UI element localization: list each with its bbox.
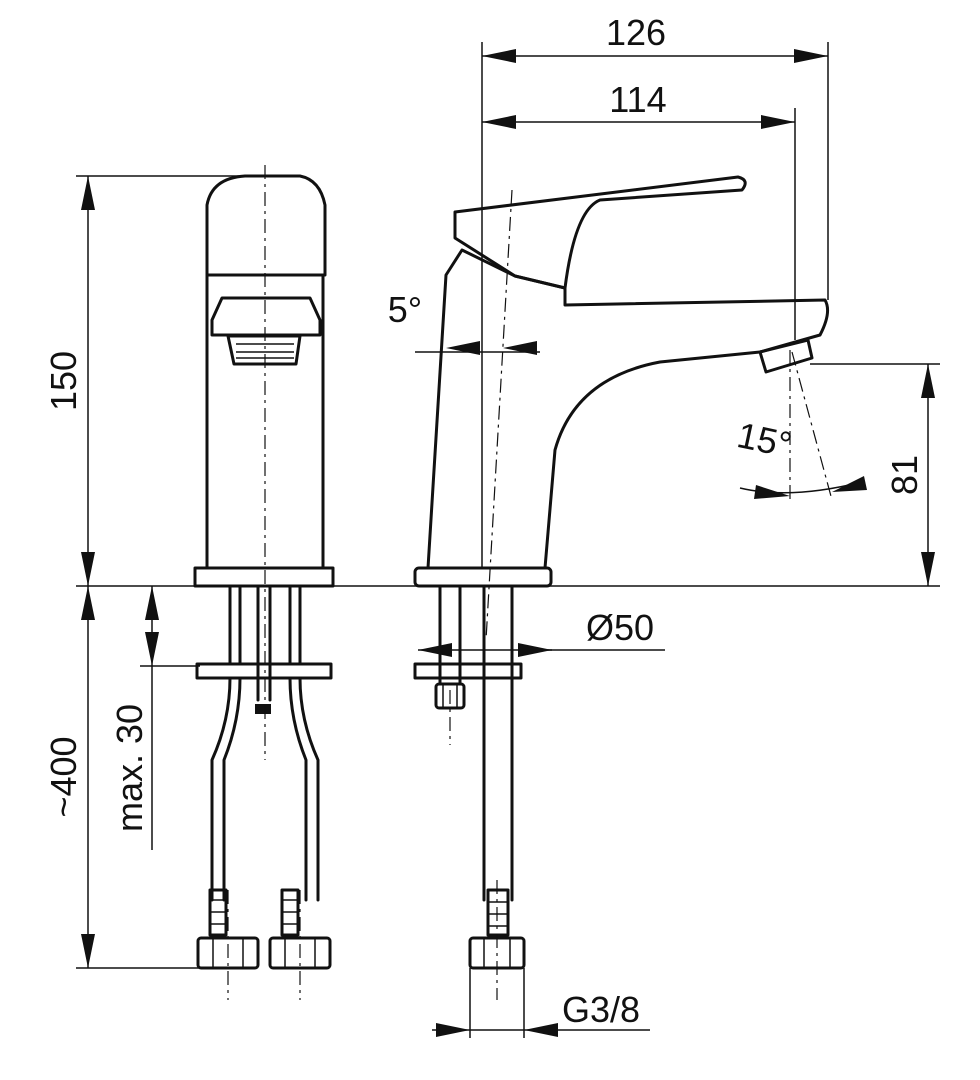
dim-label-400: ~400 (43, 736, 84, 817)
dim-label-150: 150 (43, 351, 84, 411)
side-view-body (426, 248, 830, 570)
side-view-base (413, 566, 553, 588)
side-view (413, 175, 833, 1000)
dimension-lines (76, 42, 940, 1038)
dim-label-114: 114 (609, 79, 666, 120)
dim-label-max-30: max. 30 (109, 704, 150, 832)
front-view-spout (210, 296, 322, 337)
dim-label-15-degrees: 15° (734, 414, 796, 465)
dim-label-81: 81 (884, 455, 925, 495)
dim-label-diameter-50: Ø50 (586, 607, 654, 648)
front-view-aerator (226, 334, 302, 366)
dim-label-g38: G3/8 (562, 989, 640, 1030)
dim-label-126: 126 (606, 12, 666, 53)
side-view-bracket (413, 662, 523, 680)
front-view-base (193, 566, 335, 588)
front-view (193, 165, 335, 1000)
side-view-aerator (758, 338, 814, 374)
dim-label-5-degrees: 5° (388, 289, 422, 330)
front-view-hose-left (210, 584, 242, 902)
side-view-lever (453, 175, 747, 290)
front-view-handle (205, 174, 327, 277)
front-view-bracket (195, 662, 333, 680)
front-view-hose-right (288, 584, 320, 902)
